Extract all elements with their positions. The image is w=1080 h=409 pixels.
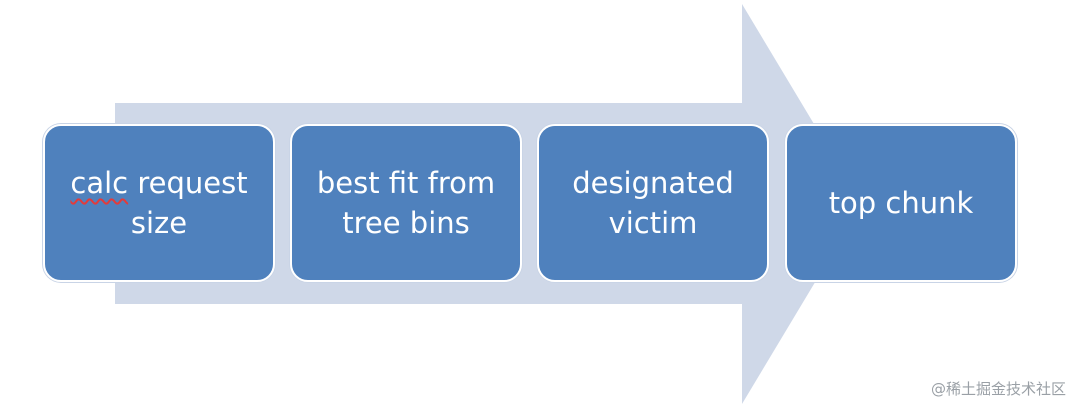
step-label: top chunk [821,183,982,223]
step-label-line: tree bins [342,206,470,240]
step-label-line: top chunk [828,186,974,220]
step-calc-request-size: calc request size [43,124,275,282]
step-label-line: victim [608,206,698,240]
step-label: designated victim [564,163,742,243]
step-label-line: size [130,206,188,240]
step-designated-victim: designated victim [537,124,769,282]
watermark: @稀土掘金技术社区 [930,380,1066,398]
step-label: calc request size [62,163,255,243]
step-label-line: designated [572,166,734,200]
step-label-text: request [128,166,248,200]
spellcheck-underlined-word: calc [70,166,129,200]
step-top-chunk: top chunk [785,124,1017,282]
step-best-fit-from-tree-bins: best fit from tree bins [290,124,522,282]
step-label: best fit from tree bins [309,163,503,243]
step-label-line: best fit from [316,166,496,200]
step-label-line: calc request [70,163,247,203]
